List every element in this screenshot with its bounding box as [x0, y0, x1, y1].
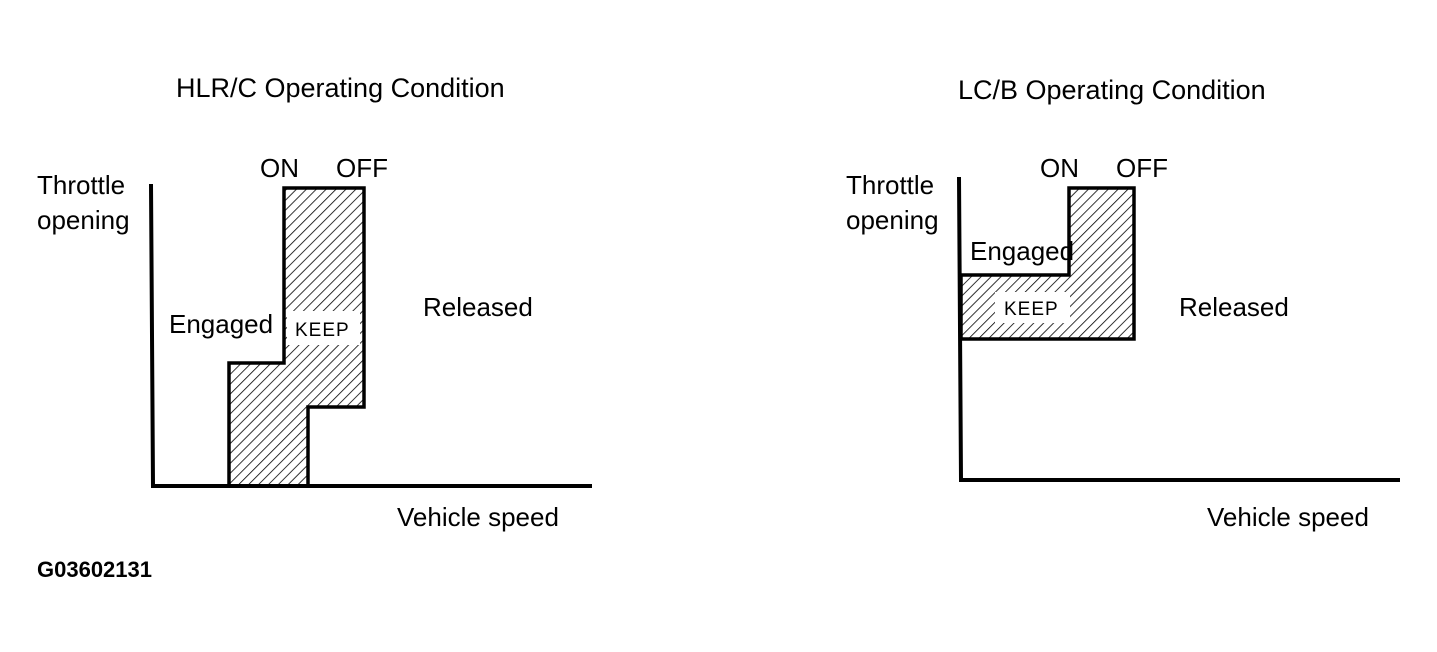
hlrc-x-axis-label: Vehicle speed [397, 502, 559, 532]
lcb-off-label: OFF [1116, 153, 1168, 183]
lcb-y-axis-label-line1: Throttle [846, 170, 934, 200]
lcb-keep-label: KEEP [1004, 299, 1059, 320]
lcb-on-label: ON [1040, 153, 1079, 183]
hlrc-engaged-label: Engaged [169, 309, 273, 339]
hlrc-diagram: HLR/C Operating Condition Throttle openi… [37, 73, 592, 532]
lcb-x-axis-label: Vehicle speed [1207, 502, 1369, 532]
lcb-title: LC/B Operating Condition [958, 75, 1266, 105]
hlrc-y-axis-label-line2: opening [37, 205, 130, 235]
hlrc-off-label: OFF [336, 153, 388, 183]
hlrc-keep-label-box [287, 311, 360, 345]
lcb-diagram: LC/B Operating Condition Throttle openin… [846, 75, 1400, 532]
hlrc-keep-label: KEEP [295, 320, 350, 341]
lcb-keep-label-box [995, 292, 1070, 323]
lcb-engaged-label: Engaged [970, 236, 1074, 266]
lcb-y-axis-label-line2: opening [846, 205, 939, 235]
hlrc-axes [149, 183, 592, 488]
figure-code: G03602131 [37, 557, 152, 582]
lcb-released-label: Released [1179, 292, 1289, 322]
hlrc-on-label: ON [260, 153, 299, 183]
lcb-axes [957, 176, 1400, 482]
hlrc-y-axis-label-line1: Throttle [37, 170, 125, 200]
hlrc-title: HLR/C Operating Condition [176, 73, 505, 103]
hlrc-released-label: Released [423, 292, 533, 322]
